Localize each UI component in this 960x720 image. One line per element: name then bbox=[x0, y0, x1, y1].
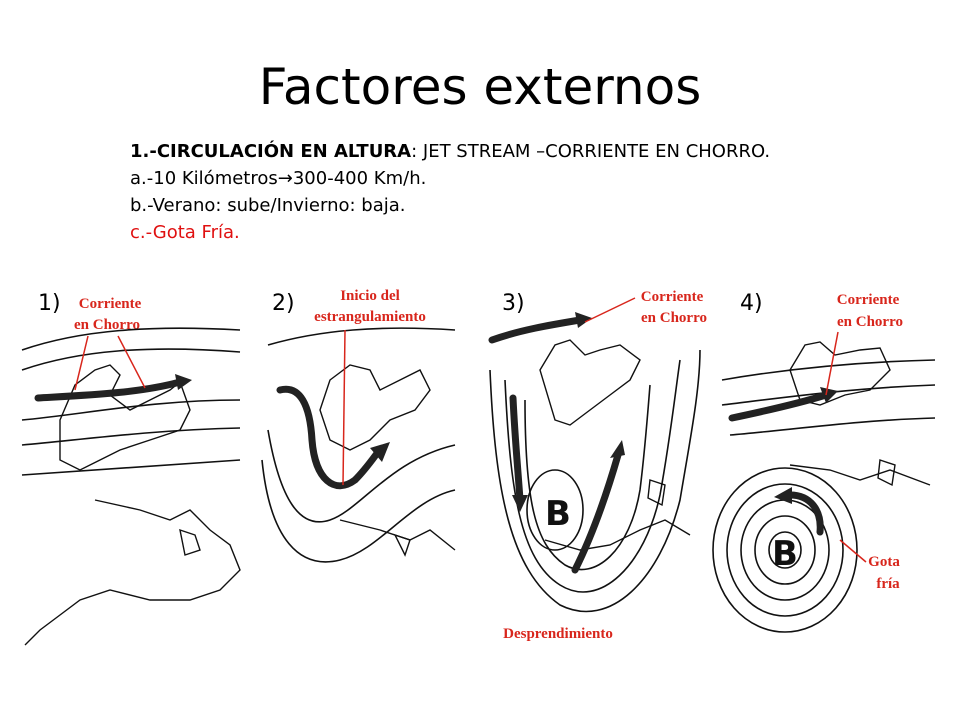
panel-4-label-line2: en Chorro bbox=[837, 314, 903, 330]
panel-1-contour bbox=[21, 427, 241, 446]
panel-4-contour bbox=[721, 384, 936, 406]
panel-1-coast bbox=[24, 499, 241, 646]
bullet-list: 1.-CIRCULACIÓN EN ALTURA: JET STREAM –CO… bbox=[130, 138, 770, 246]
panel-2-label-line1: Inicio del bbox=[340, 288, 400, 304]
bullet-circulation-text: : JET STREAM –CORRIENTE EN CHORRO. bbox=[411, 141, 771, 162]
panel-3: 3) Corriente en Chorro B Desprendimiento bbox=[488, 289, 707, 642]
panel-2-contour bbox=[267, 429, 456, 523]
panel-3-jet-arrowhead-icon bbox=[610, 440, 625, 458]
panel-1-label-line1: Corriente bbox=[79, 296, 142, 312]
panel-4-cutoff-low-contour bbox=[754, 515, 816, 585]
panel-4-cutoff-low-contour bbox=[712, 467, 858, 633]
panel-1-label-line2: en Chorro bbox=[74, 317, 140, 333]
panel-3-number: 3) bbox=[502, 291, 525, 316]
panel-1-coast bbox=[179, 528, 201, 556]
panel-4-gota-label: Gota bbox=[868, 554, 900, 570]
panel-3-jet-stream bbox=[488, 316, 584, 344]
right-arrow-icon: → bbox=[277, 168, 293, 189]
panel-3-contour bbox=[489, 349, 701, 613]
panel-3-label-pointer bbox=[584, 297, 636, 323]
panel-4-number: 4) bbox=[740, 291, 763, 316]
panel-3-coast bbox=[647, 479, 666, 507]
panel-1: 1) Corriente en Chorro bbox=[21, 291, 241, 646]
panel-3-coast bbox=[544, 519, 691, 551]
panel-2: 2) Inicio del estrangulamiento bbox=[261, 288, 456, 563]
panel-4-contour bbox=[729, 417, 936, 436]
panel-4-coast bbox=[789, 341, 891, 406]
panel-3-jet-arrowhead-icon bbox=[575, 312, 592, 328]
panel-1-coast bbox=[59, 364, 191, 471]
panel-2-jet-stream bbox=[276, 385, 382, 490]
panel-4-jet-arrowhead-icon bbox=[820, 387, 838, 403]
panel-1-contour bbox=[21, 348, 241, 371]
panel-4-low-pressure-label: B bbox=[772, 534, 798, 574]
panel-2-contour bbox=[267, 327, 456, 346]
panel-2-coast bbox=[393, 533, 411, 557]
bullet-season: b.-Verano: sube/Invierno: baja. bbox=[130, 195, 406, 216]
panel-1-jet-arrowhead-icon bbox=[175, 374, 192, 390]
jet-stream-diagram-svg: 1) Corriente en Chorro 2) Inicio del est… bbox=[21, 288, 936, 646]
panel-2-jet-arrowhead-icon bbox=[370, 442, 390, 462]
panel-4-circulation-arrowhead-icon bbox=[774, 487, 792, 504]
panel-2-coast bbox=[319, 364, 431, 451]
bullet-altitude-speed: a.-10 Kilómetros→300-400 Km/h. bbox=[130, 165, 770, 192]
panel-2-label-line2: estrangulamiento bbox=[314, 309, 426, 325]
panel-1-contour bbox=[21, 327, 241, 351]
panel-1-contour bbox=[21, 399, 241, 421]
panel-3-low-contour bbox=[526, 469, 584, 551]
panel-4-gota-fria-pointer bbox=[839, 539, 867, 563]
panel-3-jet-arrowhead-icon bbox=[512, 495, 528, 512]
panel-3-label-line1: Corriente bbox=[641, 289, 704, 305]
bullet-circulation-heading: 1.-CIRCULACIÓN EN ALTURA bbox=[130, 141, 412, 162]
panel-1-number: 1) bbox=[38, 291, 61, 316]
panel-3-contour bbox=[524, 384, 651, 571]
panel-3-jet-stream-descending bbox=[509, 394, 524, 504]
panel-3-jet-stream-ascending bbox=[571, 451, 622, 574]
panel-2-contour bbox=[261, 459, 456, 563]
panel-2-number: 2) bbox=[272, 291, 295, 316]
panel-4-cutoff-low-contour bbox=[768, 531, 802, 569]
panel-4-jet-stream bbox=[728, 391, 830, 422]
bullet-speed: 300-400 Km/h. bbox=[292, 168, 427, 189]
panel-4-label-line1: Corriente bbox=[837, 292, 900, 308]
bullet-gota-fria: c.-Gota Fría. bbox=[130, 222, 240, 243]
panel-4-fria-label: fría bbox=[876, 576, 900, 592]
panel-4-coast bbox=[789, 464, 931, 486]
panel-4-cutoff-low-contour bbox=[726, 483, 844, 617]
panel-4-contour bbox=[721, 359, 936, 381]
panel-4-label-pointer bbox=[825, 331, 839, 396]
panel-1-jet-stream bbox=[34, 378, 184, 402]
panel-3-label-line2: en Chorro bbox=[641, 310, 707, 326]
panel-1-label-pointer bbox=[74, 335, 146, 391]
bullet-altitude: a.-10 Kilómetros bbox=[130, 168, 278, 189]
bullet-circulation: 1.-CIRCULACIÓN EN ALTURA: JET STREAM –CO… bbox=[130, 138, 770, 165]
panel-3-coast bbox=[539, 339, 641, 426]
panel-4-coast bbox=[877, 459, 896, 487]
slide-title: Factores externos bbox=[258, 58, 702, 116]
panel-4: 4) Corriente en Chorro B Gota fría bbox=[712, 291, 936, 633]
panel-3-contour bbox=[504, 359, 681, 593]
panel-3-low-pressure-label: B bbox=[545, 494, 571, 534]
panel-2-label-pointer bbox=[342, 329, 346, 486]
panel-3-bottom-label: Desprendimiento bbox=[503, 626, 613, 642]
panel-4-cutoff-circulation bbox=[786, 491, 824, 536]
jet-stream-diagram: 1) Corriente en Chorro 2) Inicio del est… bbox=[0, 270, 960, 670]
panel-1-contour bbox=[21, 459, 241, 476]
